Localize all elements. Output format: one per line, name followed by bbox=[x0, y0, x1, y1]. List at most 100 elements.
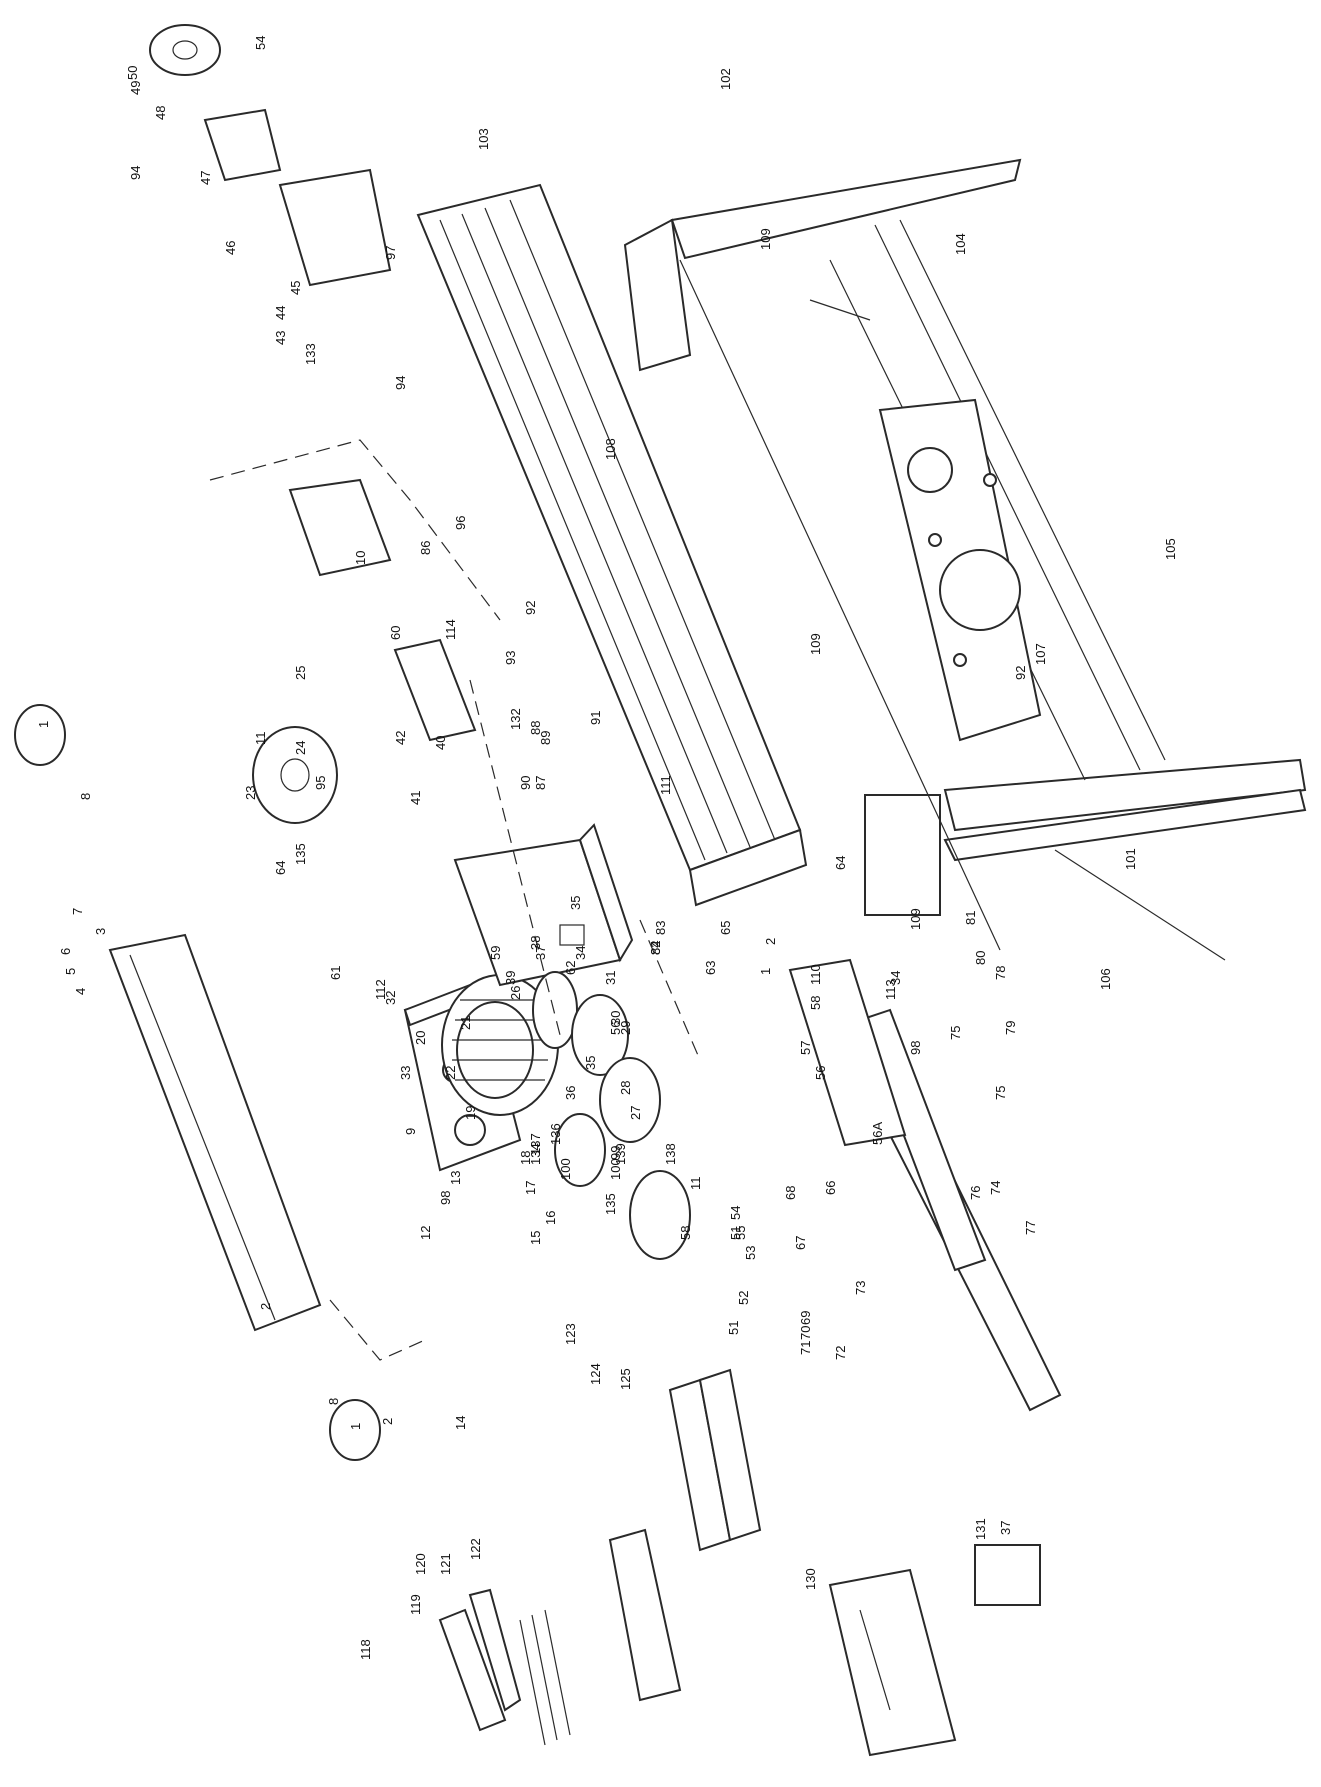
part-number-label: 56 bbox=[813, 1066, 828, 1080]
part-number-label: 104 bbox=[953, 233, 968, 255]
part-number-label: 1 bbox=[758, 968, 773, 975]
assembly-lines bbox=[209, 439, 701, 1361]
part-number-label: 54 bbox=[728, 1206, 743, 1220]
headstock bbox=[453, 823, 634, 987]
part-number-label: 139 bbox=[613, 1143, 628, 1165]
part-number-label: 18 bbox=[518, 1151, 533, 1165]
part-number-label: 61 bbox=[328, 966, 343, 980]
hex-keys bbox=[519, 1609, 571, 1746]
part-number-label: 119 bbox=[408, 1594, 423, 1615]
part-number-label: 96 bbox=[453, 516, 468, 530]
part-number-label: 2 bbox=[258, 1303, 273, 1310]
part-number-label: 51 bbox=[726, 1321, 741, 1335]
part-number-label: 34 bbox=[573, 946, 588, 960]
part-number-label: 82 bbox=[648, 941, 663, 955]
part-number-label: 106 bbox=[1098, 968, 1113, 990]
part-number-label: 113 bbox=[883, 979, 898, 1000]
part-number-label: 131 bbox=[973, 1518, 988, 1540]
tailstock-handwheel bbox=[149, 24, 221, 76]
part-number-label: 14 bbox=[453, 1416, 468, 1430]
part-number-label: 44 bbox=[273, 306, 288, 320]
part-number-label: 53 bbox=[743, 1246, 758, 1260]
part-number-label: 26 bbox=[508, 986, 523, 1000]
part-number-label: 94 bbox=[128, 166, 143, 180]
part-number-label: 2 bbox=[763, 938, 778, 945]
part-number-label: 37 bbox=[998, 1521, 1013, 1535]
part-number-label: 28 bbox=[618, 1081, 633, 1095]
part-number-label: 89 bbox=[538, 731, 553, 745]
gear-rack bbox=[108, 933, 322, 1332]
gear-lower-left bbox=[329, 1399, 381, 1461]
part-number-label: 41 bbox=[408, 791, 423, 805]
part-number-label: 114 bbox=[443, 619, 458, 640]
part-number-label: 93 bbox=[503, 651, 518, 665]
part-number-label: 92 bbox=[1013, 666, 1028, 680]
part-number-label: 37 bbox=[533, 946, 548, 960]
part-number-label: 27 bbox=[628, 1106, 643, 1120]
part-number-label: 72 bbox=[833, 1346, 848, 1360]
part-number-label: 74 bbox=[988, 1181, 1003, 1195]
part-number-label: 109 bbox=[758, 228, 773, 250]
part-number-label: 23 bbox=[243, 786, 258, 800]
part-number-label: 97 bbox=[383, 246, 398, 260]
part-number-label: 75 bbox=[948, 1026, 963, 1040]
part-number-label: 65 bbox=[718, 921, 733, 935]
chuck-key bbox=[468, 1588, 522, 1712]
part-number-label: 105 bbox=[1163, 538, 1178, 560]
part-number-label: 123 bbox=[563, 1323, 578, 1345]
part-number-label: 50 bbox=[125, 66, 140, 80]
part-number-label: 4 bbox=[73, 988, 88, 995]
part-number-label: 68 bbox=[783, 1186, 798, 1200]
part-number-label: 11 bbox=[253, 732, 268, 746]
part-number-label: 60 bbox=[388, 626, 403, 640]
part-number-label: 39 bbox=[503, 971, 518, 985]
part-number-label: 135 bbox=[293, 843, 308, 865]
part-number-label: 91 bbox=[588, 711, 603, 725]
gear-upper-left bbox=[14, 704, 66, 766]
part-number-label: 13 bbox=[448, 1171, 463, 1185]
part-number-label: 56A bbox=[870, 1122, 885, 1145]
part-number-label: 8 bbox=[326, 1398, 341, 1405]
part-number-label: 92 bbox=[523, 601, 538, 615]
part-number-label: 107 bbox=[1033, 643, 1048, 665]
part-number-label: 24 bbox=[293, 741, 308, 755]
motor bbox=[441, 974, 559, 1116]
part-number-label: 34 bbox=[888, 971, 903, 985]
part-number-label: 57 bbox=[798, 1041, 813, 1055]
part-number-label: 94 bbox=[393, 376, 408, 390]
part-number-label: 19 bbox=[463, 1106, 478, 1120]
part-number-label: 111 bbox=[658, 775, 673, 795]
part-number-label: 98 bbox=[908, 1041, 923, 1055]
part-number-label: 137 bbox=[528, 1133, 543, 1155]
part-number-label: 55 bbox=[733, 1226, 748, 1240]
part-number-label: 3 bbox=[93, 928, 108, 935]
part-number-label: 45 bbox=[288, 281, 303, 295]
part-number-label: 22 bbox=[443, 1066, 458, 1080]
part-number-label: 136 bbox=[548, 1123, 563, 1145]
part-number-label: 25 bbox=[293, 666, 308, 680]
part-number-label: 70 bbox=[798, 1326, 813, 1340]
part-number-label: 32 bbox=[383, 991, 398, 1005]
part-number-label: 58 bbox=[808, 996, 823, 1010]
turning-tools bbox=[608, 1368, 762, 1702]
part-number-label: 54 bbox=[253, 36, 268, 50]
part-number-label: 1 bbox=[36, 721, 51, 728]
part-number-label: 118 bbox=[358, 1639, 373, 1660]
part-number-label: 138 bbox=[663, 1143, 678, 1165]
part-number-label: 29 bbox=[618, 1021, 633, 1035]
part-number-label: 125 bbox=[618, 1368, 633, 1390]
switch-box bbox=[974, 1544, 1041, 1606]
part-number-label: 46 bbox=[223, 241, 238, 255]
part-number-label: 8 bbox=[78, 793, 93, 800]
part-number-label: 42 bbox=[393, 731, 408, 745]
chip-tray bbox=[878, 398, 1042, 742]
part-number-label: 86 bbox=[418, 541, 433, 555]
part-number-label: 109 bbox=[908, 908, 923, 930]
part-number-label: 56 bbox=[608, 1021, 623, 1035]
part-number-label: 120 bbox=[413, 1553, 428, 1575]
part-number-label: 47 bbox=[198, 171, 213, 185]
part-number-label: 63 bbox=[703, 961, 718, 975]
part-number-label: 121 bbox=[438, 1553, 453, 1575]
part-number-label: 108 bbox=[603, 438, 618, 460]
